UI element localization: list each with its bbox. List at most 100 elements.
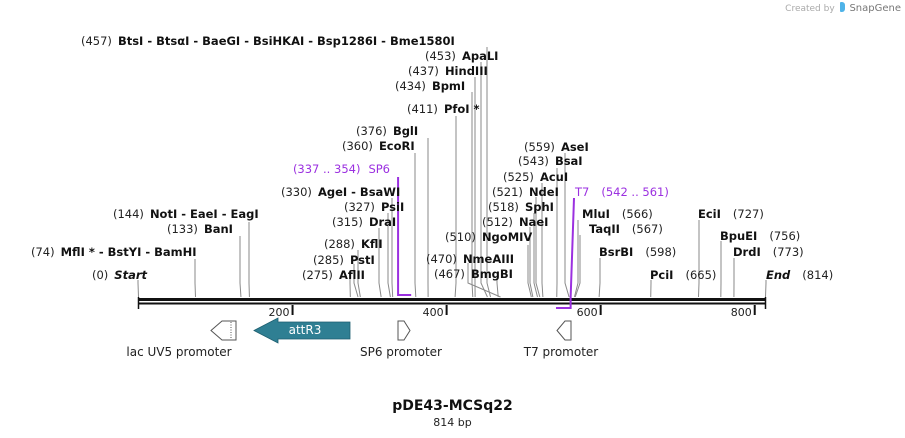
enzyme-label[interactable]: (411)PfoI * (407, 102, 480, 116)
feature-sp6-promoter[interactable]: SP6 promoter (360, 320, 442, 359)
svg-text:(470)NmeAIII: (470)NmeAIII (426, 252, 514, 266)
svg-text:BsrBI(598): BsrBI(598) (599, 245, 676, 259)
enzyme-label[interactable]: (315)DraI (332, 215, 396, 229)
cut-site-line (496, 278, 499, 298)
primer-sp6-binding[interactable] (397, 177, 412, 296)
snapgene-credit: Created by SnapGene (785, 2, 901, 14)
enzyme-position: (470) (426, 252, 457, 266)
enzyme-label[interactable]: End(814) (766, 268, 833, 282)
primer-label[interactable]: (337 .. 354)SP6 (293, 162, 390, 176)
enzyme-name: NdeI (529, 185, 559, 199)
svg-text:(518)SphI: (518) SphI (488, 200, 554, 214)
svg-text:(411)PfoI *: (411)PfoI * (407, 102, 480, 116)
enzyme-labels: (457)BtsI - BtsαI - BaeGI - BsiHKAI - Bs… (31, 34, 833, 282)
cut-site-line (564, 153, 570, 298)
enzyme-name: PciI (650, 268, 673, 282)
enzyme-name: PstI (350, 253, 375, 267)
enzyme-label[interactable]: (467)BmgBI (434, 267, 513, 281)
lac-uv5-promoter-arrow-icon[interactable] (210, 320, 237, 341)
enzyme-label[interactable]: PciI(665) (650, 268, 716, 282)
enzyme-label[interactable]: (559)AseI (524, 140, 589, 154)
t7-promoter-arrow-icon[interactable] (556, 320, 572, 341)
enzyme-label[interactable]: TaqII(567) (589, 222, 663, 236)
enzyme-label[interactable]: (453)ApaLI (425, 49, 498, 63)
feature-label: SP6 promoter (360, 345, 442, 359)
primer-t7-binding[interactable] (555, 197, 575, 309)
enzyme-name: BpmI (432, 79, 465, 93)
svg-text:(144)NotI - EaeI - EagI: (144)NotI - EaeI - EagI (113, 207, 259, 221)
enzyme-name: End (766, 268, 791, 282)
enzyme-label[interactable]: (330)AgeI - BsaWI (281, 185, 400, 199)
primer-label[interactable]: T7(542 .. 561) (574, 185, 669, 199)
enzyme-label[interactable]: (285)PstI (313, 253, 375, 267)
svg-text:(133)BanI: (133)BanI (167, 222, 233, 236)
enzyme-label[interactable]: (525)AcuI (503, 170, 568, 184)
svg-text:(275)AflII: (275)AflII (302, 268, 365, 282)
svg-text:(453)ApaLI: (453)ApaLI (425, 49, 498, 63)
attr3-arrow-icon[interactable] (253, 317, 351, 344)
enzyme-position: (518) (488, 200, 519, 214)
enzyme-label[interactable]: (512)NaeI (482, 215, 548, 229)
enzyme-position: (727) (733, 207, 764, 221)
feature-label: T7 promoter (523, 345, 599, 359)
enzyme-label[interactable]: (434)BpmI (395, 79, 465, 93)
enzyme-label[interactable]: (470)NmeAIII (426, 252, 514, 266)
enzyme-label[interactable]: (74)MflI * - BstYI - BamHI (31, 245, 197, 259)
enzyme-label[interactable]: (288)KflI (324, 237, 383, 251)
enzyme-name: KflI (361, 237, 383, 251)
cut-site-line (414, 153, 417, 298)
enzyme-label[interactable]: MluI(566) (582, 207, 653, 221)
enzyme-name: MflI * - BstYI - BamHI (61, 245, 197, 259)
enzyme-label[interactable]: (510)NgoMIV (445, 230, 532, 244)
enzyme-label[interactable]: (518) SphI (488, 200, 554, 214)
plasmid-length: 814 bp (433, 416, 472, 429)
enzyme-name: BmgBI (471, 267, 513, 281)
enzyme-label[interactable]: (275)AflII (302, 268, 365, 282)
svg-text:(467)BmgBI: (467)BmgBI (434, 267, 513, 281)
enzyme-name: AgeI - BsaWI (318, 185, 400, 199)
enzyme-label[interactable]: (543)BsaI (518, 154, 583, 168)
enzyme-label[interactable]: BpuEI(756) (720, 229, 800, 243)
enzyme-label[interactable]: (457)BtsI - BtsαI - BaeGI - BsiHKAI - Bs… (81, 34, 455, 48)
enzyme-name: NotI - EaeI - EagI (150, 207, 259, 221)
enzyme-position: (437) (408, 64, 439, 78)
enzyme-name: SphI (525, 200, 554, 214)
enzyme-label[interactable]: (133)BanI (167, 222, 233, 236)
cut-site-line (527, 245, 532, 298)
feature-lac-uv5-promoter[interactable]: lac UV5 promoter (126, 320, 237, 359)
backbone-top-strand (138, 298, 766, 301)
plasmid-name: pDE43-MCSq22 (392, 398, 513, 414)
enzyme-label[interactable]: EciI(727) (698, 207, 764, 221)
enzyme-label[interactable]: (327)PsiI (344, 200, 404, 214)
svg-text:TaqII(567): TaqII(567) (589, 222, 663, 236)
cut-site-line (598, 258, 601, 298)
backbone (137, 297, 767, 309)
enzyme-label[interactable]: (0)Start (92, 268, 148, 282)
enzyme-label[interactable]: (437)HindIII (408, 64, 488, 78)
enzyme-position: (315) (332, 215, 363, 229)
sp6-promoter-arrow-icon[interactable] (397, 320, 411, 341)
enzyme-label[interactable]: (376)BglI (356, 124, 418, 138)
feature-t7-promoter[interactable]: T7 promoter (523, 320, 599, 359)
primer-name: T7 (574, 185, 589, 199)
cut-site-line (533, 213, 538, 298)
svg-text:(285)PstI: (285)PstI (313, 253, 375, 267)
enzyme-name: TaqII (589, 222, 620, 236)
snapgene-logo-icon (839, 2, 845, 12)
enzyme-label[interactable]: BsrBI(598) (599, 245, 676, 259)
feature-attr3[interactable]: attR3 (253, 317, 351, 344)
svg-text:(315)DraI: (315)DraI (332, 215, 396, 229)
svg-text:(521)NdeI: (521)NdeI (492, 185, 559, 199)
cut-site-line (697, 220, 700, 298)
svg-text:(510)NgoMIV: (510)NgoMIV (445, 230, 532, 244)
enzyme-label[interactable]: DrdI(773) (733, 245, 804, 259)
svg-text:(457)BtsI - BtsαI - BaeGI: (457)BtsI - BtsαI - BaeGI - BsiHKAI - Bs… (81, 34, 455, 48)
cut-site-line (353, 264, 359, 298)
enzyme-label[interactable]: (521)NdeI (492, 185, 559, 199)
credit-prefix: Created by (785, 4, 835, 14)
enzyme-label[interactable]: (360)EcoRI (342, 139, 415, 153)
enzyme-name: NaeI (519, 215, 548, 229)
enzyme-label[interactable]: (144)NotI - EaeI - EagI (113, 207, 259, 221)
